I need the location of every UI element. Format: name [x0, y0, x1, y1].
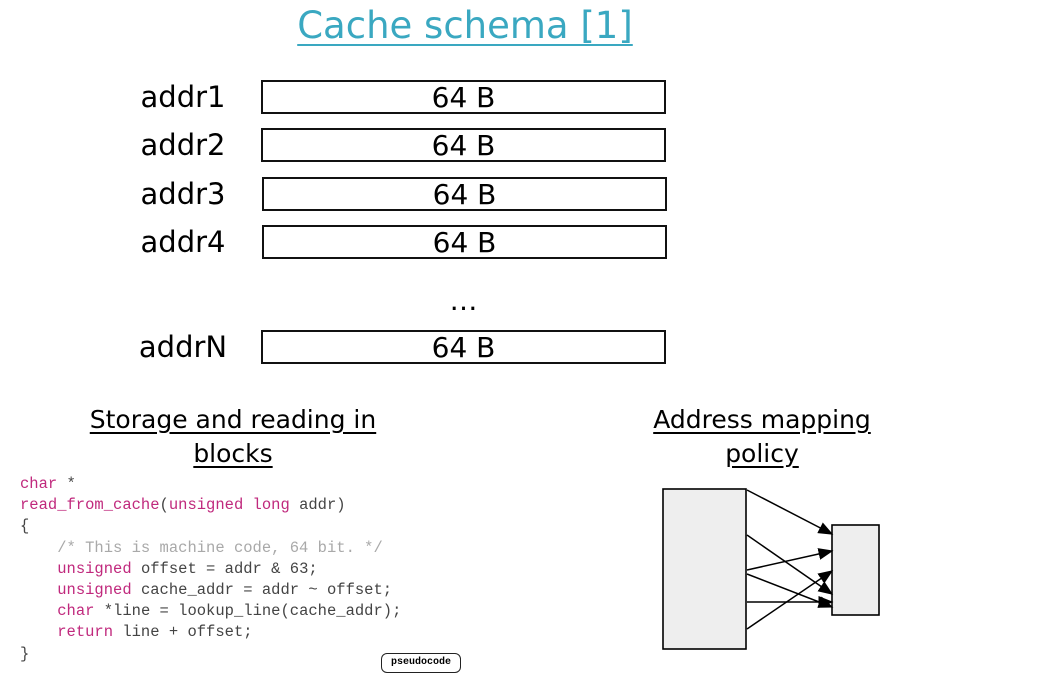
- code-function-name: read_from_cache: [20, 496, 160, 515]
- storage-heading: Storage and reading in blocks: [68, 403, 398, 471]
- code-text: offset = addr & 63;: [131, 559, 318, 578]
- code-keyword: char: [20, 475, 58, 493]
- code-keyword: return: [57, 623, 114, 642]
- mapping-arrow: [746, 548, 834, 571]
- mapping-heading: Address mapping policy: [612, 403, 912, 471]
- cache-box: [831, 524, 880, 616]
- code-text: cache_addr = addr ~ offset;: [131, 581, 393, 600]
- address-mapping-diagram: [662, 488, 880, 650]
- mapping-heading-line2: policy: [725, 439, 799, 468]
- code-comment: /* This is machine code, 64 bit. */: [57, 538, 383, 557]
- code-brace-open: {: [20, 517, 30, 536]
- code-keyword: char: [57, 602, 95, 621]
- storage-heading-line2: blocks: [193, 439, 273, 468]
- code-block: char * read_from_cache(unsigned long add…: [20, 474, 401, 665]
- code-text: *: [57, 475, 76, 493]
- code-keyword: unsigned: [57, 581, 132, 600]
- cache-line-block-3: 64 B: [262, 177, 667, 211]
- addr-label-n: addrN: [138, 330, 228, 364]
- addr-label-1: addr1: [140, 80, 226, 114]
- code-text: *line = lookup_line(cache_addr);: [94, 602, 402, 621]
- code-keyword: unsigned: [57, 559, 132, 578]
- cache-line-block-n: 64 B: [261, 330, 666, 364]
- cache-line-block-2: 64 B: [261, 128, 666, 162]
- code-keyword: unsigned long: [168, 496, 290, 515]
- addr-label-2: addr2: [140, 128, 226, 162]
- pseudocode-badge: pseudocode: [381, 653, 461, 673]
- ellipsis: …: [449, 284, 478, 317]
- cache-line-block-1: 64 B: [261, 80, 666, 114]
- code-brace-close: }: [20, 644, 30, 663]
- code-text: line + offset;: [113, 623, 253, 642]
- memory-box: [662, 488, 747, 650]
- mapping-heading-line1: Address mapping: [653, 405, 871, 434]
- code-text: addr): [289, 496, 346, 515]
- addr-label-4: addr4: [140, 225, 226, 259]
- code-text: (: [159, 496, 169, 515]
- mapping-arrow: [746, 534, 834, 595]
- page-title[interactable]: Cache schema [1]: [297, 4, 633, 47]
- storage-heading-line1: Storage and reading in: [89, 405, 377, 434]
- addr-label-3: addr3: [140, 177, 226, 211]
- cache-line-block-4: 64 B: [262, 225, 667, 259]
- mapping-arrow: [746, 489, 834, 535]
- mapping-arrow: [746, 570, 834, 630]
